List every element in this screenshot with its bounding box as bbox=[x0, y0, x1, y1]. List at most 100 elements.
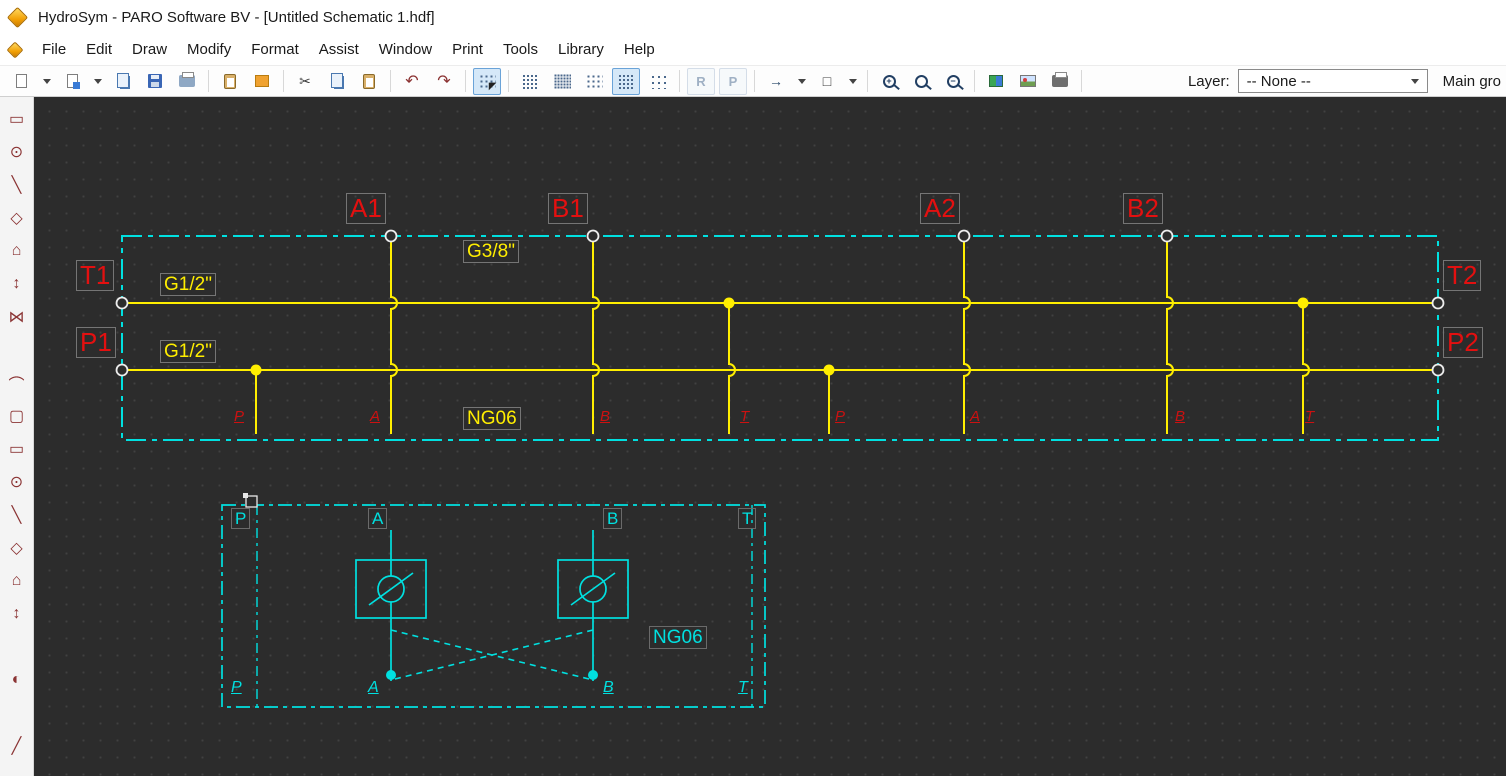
tool-line[interactable]: ╲ bbox=[5, 173, 29, 197]
menu-help[interactable]: Help bbox=[623, 41, 655, 58]
port-p2-circle[interactable] bbox=[1431, 363, 1445, 377]
grid-active-button[interactable] bbox=[612, 67, 640, 95]
arrow-dropdown-button[interactable] bbox=[794, 68, 809, 95]
menu-window[interactable]: Window bbox=[378, 41, 433, 58]
junction-dot[interactable] bbox=[588, 670, 598, 680]
manifold-outline[interactable] bbox=[121, 235, 1439, 441]
junction-dot[interactable] bbox=[1297, 297, 1309, 309]
tool-dimension[interactable]: ↕ bbox=[5, 272, 29, 296]
label-port-b1[interactable]: B1 bbox=[548, 193, 588, 225]
tool-curve[interactable]: ◇ bbox=[5, 206, 29, 230]
pilot-line-cross-2[interactable] bbox=[390, 629, 594, 681]
label-bottom-port-a2[interactable]: A bbox=[970, 408, 981, 425]
valve-top-port-t[interactable]: T bbox=[738, 508, 757, 530]
label-bottom-port-a1[interactable]: A bbox=[370, 408, 381, 425]
junction-dot[interactable] bbox=[250, 364, 262, 376]
label-bottom-port-p1[interactable]: P bbox=[234, 408, 245, 425]
label-bottom-port-b1[interactable]: B bbox=[600, 408, 611, 425]
label-port-t1[interactable]: T1 bbox=[76, 260, 115, 292]
tool-contrast[interactable]: ◐ bbox=[5, 668, 29, 692]
junction-dots[interactable] bbox=[250, 297, 1309, 376]
zoom-window-button[interactable] bbox=[907, 68, 935, 95]
label-port-p1[interactable]: P1 bbox=[76, 327, 116, 359]
label-port-a1[interactable]: A1 bbox=[346, 193, 386, 225]
menu-library[interactable]: Library bbox=[558, 41, 604, 58]
redo-button[interactable]: ↷ bbox=[430, 68, 458, 95]
label-thread-t[interactable]: G1/2" bbox=[160, 273, 216, 297]
grid-coarse-button[interactable] bbox=[644, 68, 672, 95]
valve-top-port-b[interactable]: B bbox=[603, 508, 623, 530]
zoom-out-button[interactable]: − bbox=[939, 68, 967, 95]
valve-bottom-port-b[interactable]: B bbox=[603, 679, 614, 696]
tool-rectangle[interactable]: ▭ bbox=[5, 107, 29, 131]
tool-arc[interactable]: ⌒ bbox=[5, 371, 29, 395]
p-mode-button[interactable]: P bbox=[719, 67, 747, 95]
menu-file[interactable]: File bbox=[42, 41, 67, 58]
tool-polygon-2[interactable]: ⌂ bbox=[5, 569, 29, 593]
zoom-in-button[interactable]: + bbox=[875, 68, 903, 95]
valve-outline[interactable] bbox=[221, 504, 766, 708]
valve-top-port-p[interactable]: P bbox=[231, 508, 251, 530]
snap-to-grid-button[interactable]: ◤ bbox=[473, 67, 501, 95]
port-a1-circle[interactable] bbox=[384, 229, 398, 243]
menu-assist[interactable]: Assist bbox=[318, 41, 359, 58]
label-bottom-port-t1[interactable]: T bbox=[740, 408, 750, 425]
label-port-p2[interactable]: P2 bbox=[1443, 327, 1483, 359]
paste-board-button[interactable] bbox=[216, 68, 244, 95]
t2-drilling[interactable] bbox=[1302, 303, 1310, 434]
tool-circle-2[interactable]: ⊙ bbox=[5, 470, 29, 494]
tool-diagonal[interactable]: ╱ bbox=[5, 734, 29, 758]
tool-line-2[interactable]: ╲ bbox=[5, 503, 29, 527]
junction-dot[interactable] bbox=[386, 670, 396, 680]
check-valve-b-seat[interactable] bbox=[570, 572, 616, 606]
label-port-t2[interactable]: T2 bbox=[1443, 260, 1482, 292]
port-t1-circle[interactable] bbox=[115, 296, 129, 310]
a2-drilling[interactable] bbox=[963, 236, 971, 434]
print-preview-button[interactable] bbox=[1046, 68, 1074, 95]
menu-modify[interactable]: Modify bbox=[187, 41, 232, 58]
grid-fine-button[interactable] bbox=[516, 68, 544, 95]
label-manifold-ng[interactable]: NG06 bbox=[463, 407, 521, 431]
valve-bottom-port-a[interactable]: A bbox=[368, 679, 379, 696]
port-a2-circle[interactable] bbox=[957, 229, 971, 243]
port-p1-circle[interactable] bbox=[115, 363, 129, 377]
valve-bottom-port-t[interactable]: T bbox=[738, 679, 748, 696]
symbol-colors-button[interactable] bbox=[982, 68, 1010, 95]
tool-dashed-rect[interactable]: ▢ bbox=[5, 404, 29, 428]
tool-dimension-2[interactable]: ↕ bbox=[5, 602, 29, 626]
paste-button[interactable] bbox=[355, 68, 383, 95]
port-circles[interactable] bbox=[115, 229, 1445, 377]
menu-format[interactable]: Format bbox=[251, 41, 299, 58]
port-t2-circle[interactable] bbox=[1431, 296, 1445, 310]
save-button[interactable] bbox=[141, 68, 169, 95]
valve-junction-dots[interactable] bbox=[386, 670, 598, 680]
label-port-b2[interactable]: B2 bbox=[1123, 193, 1163, 225]
new-button[interactable] bbox=[7, 68, 35, 95]
open-button[interactable] bbox=[58, 68, 86, 95]
valve-top-port-a[interactable]: A bbox=[368, 508, 388, 530]
menu-edit[interactable]: Edit bbox=[86, 41, 113, 58]
a1-drilling[interactable] bbox=[390, 236, 398, 434]
tool-connection[interactable]: ⋈ bbox=[5, 305, 29, 329]
grid-medium-button[interactable] bbox=[580, 68, 608, 95]
check-valve-a-seat[interactable] bbox=[368, 572, 414, 606]
cut-button[interactable]: ✂ bbox=[291, 68, 319, 95]
layer-dropdown[interactable]: -- None -- bbox=[1237, 69, 1428, 93]
tool-curve-2[interactable]: ◇ bbox=[5, 536, 29, 560]
label-thread-p[interactable]: G1/2" bbox=[160, 340, 216, 364]
b2-drilling[interactable] bbox=[1166, 236, 1174, 434]
tool-rectangle-2[interactable]: ▭ bbox=[5, 437, 29, 461]
grid-dense-button[interactable] bbox=[548, 68, 576, 95]
menu-tools[interactable]: Tools bbox=[502, 41, 538, 58]
port-b1-circle[interactable] bbox=[586, 229, 600, 243]
menu-draw[interactable]: Draw bbox=[132, 41, 168, 58]
junction-dot[interactable] bbox=[723, 297, 735, 309]
arrow-tool-button[interactable]: → bbox=[762, 68, 790, 95]
open-dropdown-button[interactable] bbox=[90, 68, 105, 95]
manifold-galleries[interactable] bbox=[122, 236, 1438, 434]
schematic-canvas[interactable]: A1 B1 A2 B2 T1 P1 T2 P2 G3/8" G1/2" G1/2… bbox=[34, 97, 1506, 776]
label-thread-top[interactable]: G3/8" bbox=[463, 240, 519, 264]
insert-image-button[interactable] bbox=[1014, 68, 1042, 95]
new-dropdown-button[interactable] bbox=[39, 68, 54, 95]
port-b2-circle[interactable] bbox=[1160, 229, 1174, 243]
